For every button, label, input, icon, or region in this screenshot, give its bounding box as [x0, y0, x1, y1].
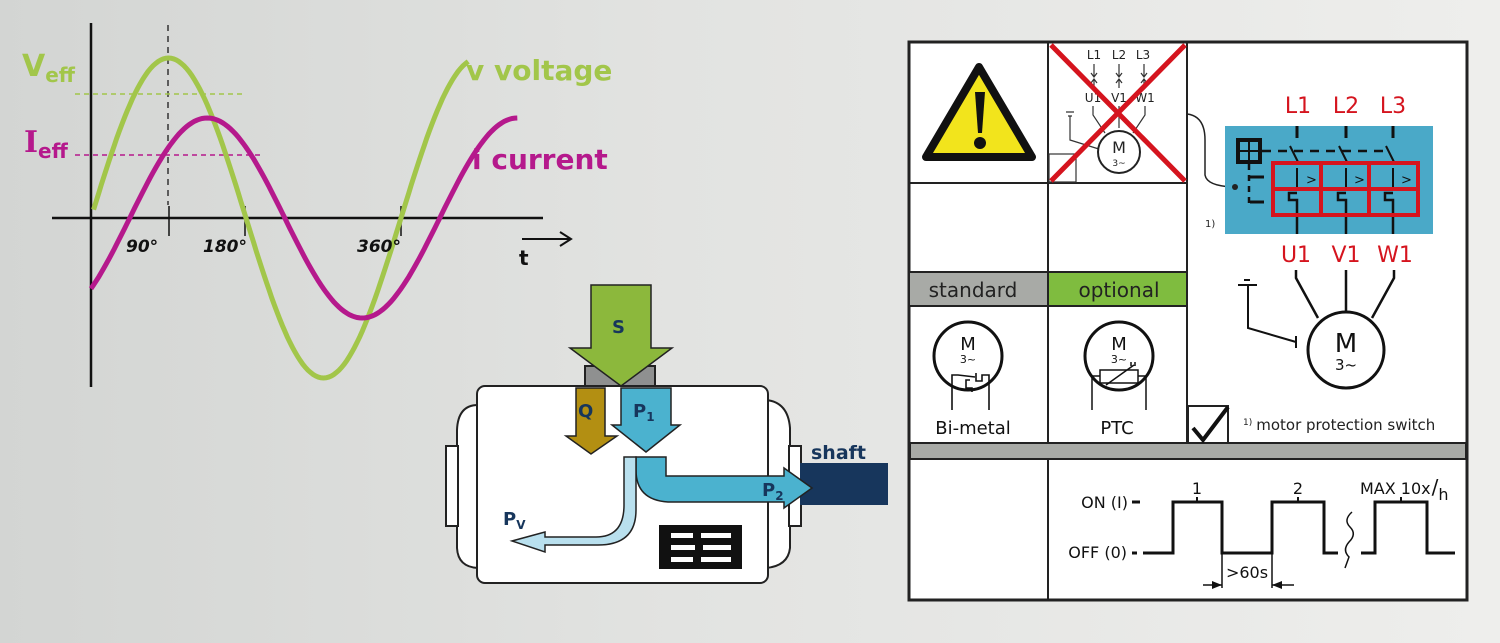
- footnote-text: 1)motor protection switch: [1243, 416, 1435, 434]
- svg-text:3~: 3~: [1111, 353, 1127, 366]
- tick-label-180: 180°: [203, 237, 247, 257]
- tick-label-90: 90°: [126, 237, 158, 257]
- ptc-symbol: M 3~: [1083, 320, 1155, 410]
- svg-text:3~: 3~: [1112, 159, 1125, 169]
- switching-cycle-diagram: ON (I) OFF (0) 1 2 MAX 10x/h >60s: [1068, 475, 1455, 589]
- cross-out-mark: [1049, 43, 1187, 183]
- svg-text:L1: L1: [1285, 94, 1311, 119]
- s-label: S: [612, 317, 625, 338]
- tick-label-360: 360°: [357, 237, 401, 257]
- time-arrow-head: [559, 231, 573, 247]
- warning-icon: [922, 63, 1036, 161]
- p1-arrow: [609, 387, 683, 453]
- nameplate-lines: [671, 533, 731, 562]
- svg-text:3~: 3~: [960, 353, 976, 366]
- svg-text:>: >: [1306, 173, 1317, 188]
- checkbox: [1187, 405, 1229, 444]
- correct-wiring-diagram: L1 L2 L3 U1 V1 W1: [1186, 94, 1435, 444]
- separator-bar: [909, 442, 1467, 460]
- off-state-label: OFF (0): [1068, 543, 1127, 562]
- optional-header: optional: [1078, 278, 1159, 302]
- svg-text:M: M: [960, 334, 976, 355]
- check-icon: [1191, 405, 1230, 444]
- svg-text:L3: L3: [1380, 94, 1406, 119]
- standard-header: standard: [929, 278, 1018, 302]
- svg-text:M: M: [1335, 329, 1357, 359]
- svg-text:3~: 3~: [1335, 356, 1357, 374]
- cycle-2-label: 2: [1293, 479, 1303, 498]
- p2-label: P2: [762, 480, 784, 503]
- motor-symbol: [1306, 310, 1386, 390]
- on-state-label: ON (I): [1081, 493, 1128, 512]
- svg-text:M: M: [1112, 138, 1126, 157]
- wiring-panel: standard optional L1 L2 L3 U1 V1 W1: [907, 40, 1469, 602]
- svg-text:L2: L2: [1112, 48, 1126, 62]
- pv-arrow: [509, 456, 637, 554]
- footnote-marker: 1): [1205, 219, 1215, 230]
- svg-text:L1: L1: [1087, 48, 1101, 62]
- svg-text:L3: L3: [1136, 48, 1150, 62]
- v-eff-label: Veff: [22, 49, 76, 87]
- bimetal-label: Bi-metal: [935, 418, 1011, 439]
- s-arrow: [567, 284, 675, 387]
- max-cycles-label: MAX 10x/h: [1360, 475, 1449, 504]
- voltage-legend: v voltage: [466, 54, 612, 87]
- switching-waveform: [1143, 500, 1338, 555]
- ptc-label: PTC: [1100, 418, 1133, 439]
- voltage-curve: [91, 55, 470, 381]
- current-legend: i current: [472, 143, 608, 176]
- cycle-1-label: 1: [1192, 479, 1202, 498]
- svg-text:M: M: [1111, 334, 1127, 355]
- current-curve: [88, 115, 518, 321]
- standard-header-bg: [910, 273, 1047, 305]
- svg-text:>: >: [1401, 173, 1412, 188]
- incorrect-wiring-diagram: L1 L2 L3 U1 V1 W1 M 3: [1048, 43, 1187, 183]
- motor-shaft: [800, 463, 888, 505]
- power-flow-diagram: S Q P1 P2 PV shaft: [445, 284, 888, 584]
- bimetal-symbol: M 3~: [932, 320, 1004, 410]
- i-eff-label: Ieff: [24, 125, 69, 163]
- time-break-icon: [1344, 511, 1354, 569]
- motor-flange-left: [445, 445, 459, 527]
- min-interval-label: >60s: [1226, 563, 1268, 582]
- optional-header-bg: [1049, 273, 1186, 305]
- p1-label: P1: [633, 401, 655, 424]
- waveform-chart: Veff Ieff v voltage i current 90° 180° 3…: [22, 23, 612, 387]
- svg-text:>: >: [1354, 173, 1365, 188]
- svg-text:U1: U1: [1281, 243, 1311, 268]
- svg-text:W1: W1: [1135, 91, 1155, 105]
- q-label: Q: [578, 401, 593, 422]
- shaft-label: shaft: [811, 442, 866, 464]
- time-label: t: [519, 246, 529, 270]
- svg-text:V1: V1: [1331, 243, 1360, 268]
- pv-label: PV: [503, 509, 526, 532]
- svg-text:V1: V1: [1111, 91, 1127, 105]
- svg-text:W1: W1: [1377, 243, 1413, 268]
- svg-text:L2: L2: [1333, 94, 1359, 119]
- q-arrow: [563, 387, 620, 455]
- motor-endcap-left: [456, 403, 479, 570]
